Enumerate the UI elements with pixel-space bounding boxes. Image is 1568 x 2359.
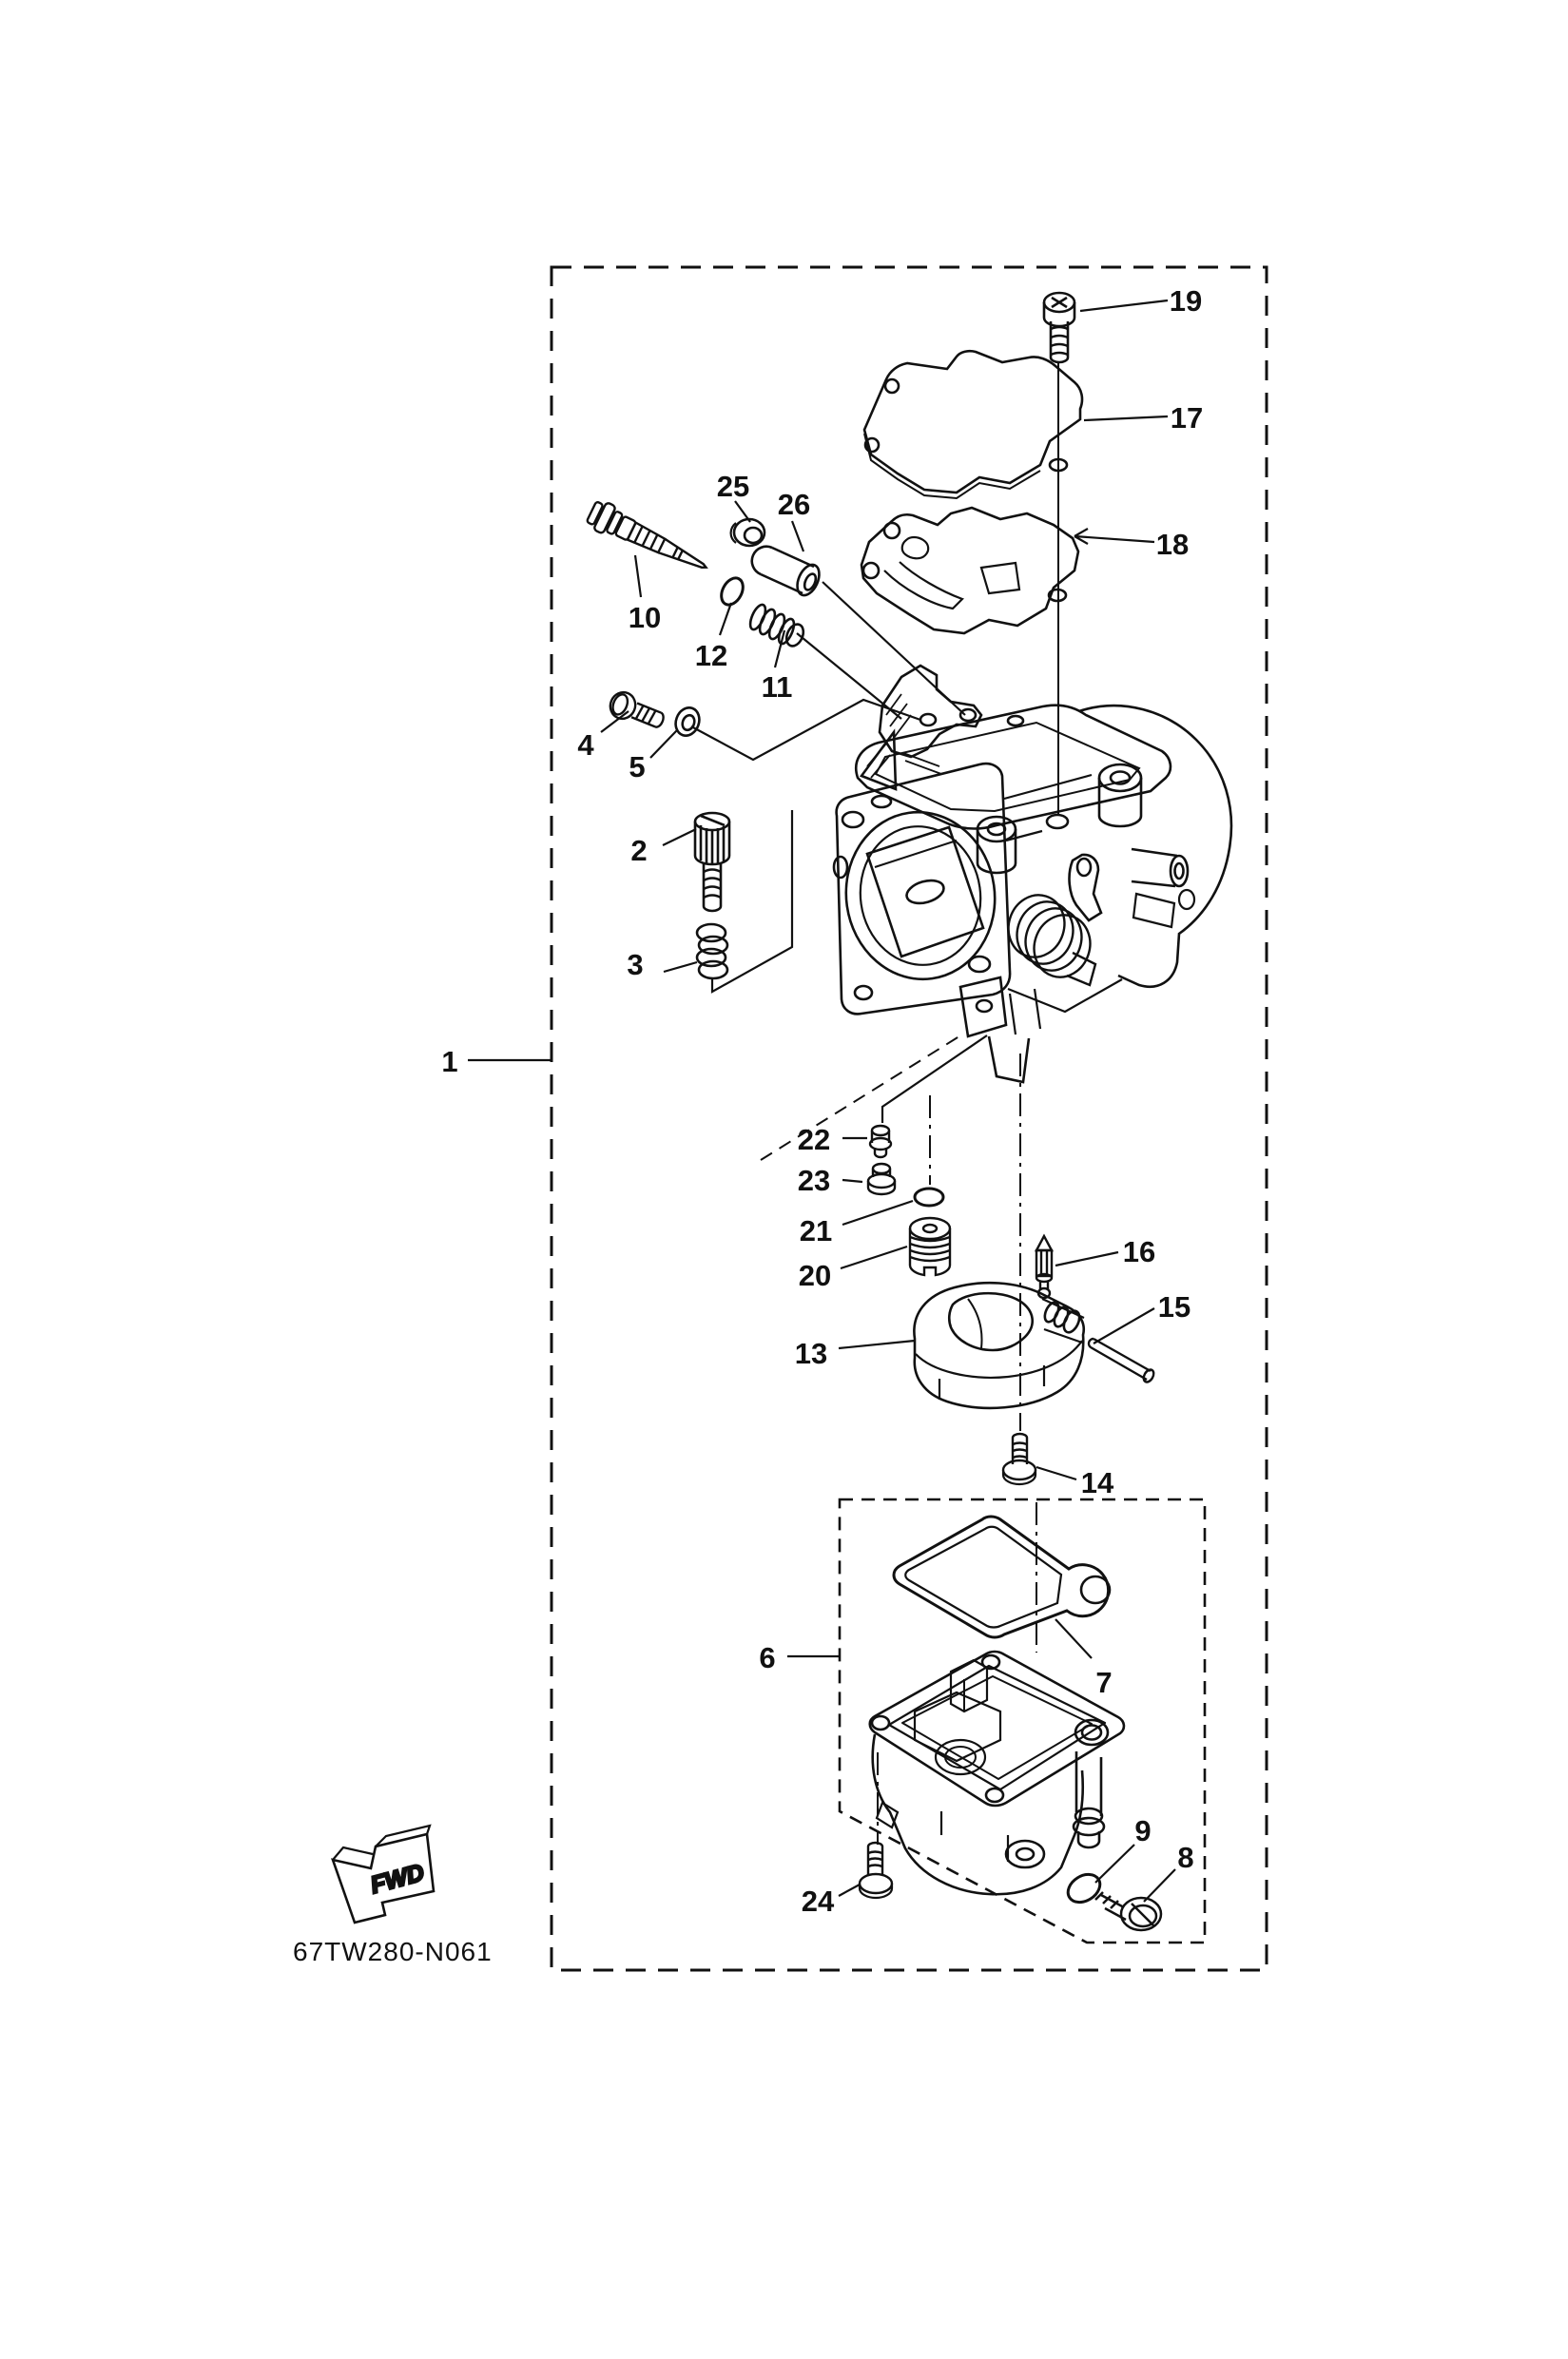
part-4-screw	[609, 690, 665, 728]
part-23-jet	[866, 1162, 897, 1196]
part-6-float-bowl	[868, 1650, 1126, 1896]
callout-3: 3	[627, 948, 643, 981]
drawing-code: 67TW280-N061	[293, 1937, 493, 1966]
part-9-oring	[1066, 1872, 1102, 1905]
callout-26: 26	[778, 488, 810, 521]
callout-24: 24	[802, 1885, 835, 1918]
part-17-cover	[862, 349, 1084, 500]
callout-21: 21	[800, 1214, 832, 1247]
callout-10: 10	[629, 601, 661, 634]
carburetor-body	[832, 664, 1233, 1084]
part-20-main-nozzle	[908, 1216, 952, 1277]
part-19-screw	[1042, 291, 1076, 364]
callout-12: 12	[695, 639, 727, 672]
assembly-boundary-box	[550, 265, 1268, 1972]
part-26-tube	[750, 545, 821, 597]
part-22-jet	[868, 1124, 893, 1159]
fwd-direction-arrow: FWD	[331, 1824, 436, 1924]
part-8-drain-screw	[1094, 1891, 1163, 1932]
callout-7: 7	[1095, 1666, 1112, 1699]
part-13-float	[913, 1281, 1086, 1410]
callout-5: 5	[629, 750, 645, 783]
leader-lines	[468, 299, 1176, 1903]
callout-22: 22	[798, 1123, 830, 1156]
callout-17: 17	[1171, 401, 1203, 435]
part-18-gasket	[860, 506, 1080, 635]
callout-16: 16	[1123, 1235, 1155, 1268]
part-16-needle-valve	[1035, 1233, 1054, 1300]
part-12-oring	[720, 576, 745, 607]
assembly-pointer-lines	[690, 581, 988, 1123]
throttle-spring	[1007, 894, 1097, 987]
callout-15: 15	[1158, 1290, 1191, 1324]
fwd-arrow-label: FWD	[368, 1859, 427, 1899]
part-14-screw	[1001, 1432, 1037, 1486]
part-24-screw	[858, 1841, 894, 1900]
part-15-float-pin	[1087, 1337, 1155, 1383]
callout-9: 9	[1134, 1814, 1151, 1847]
callout-18: 18	[1156, 528, 1189, 561]
callout-numbers: 1 2 3 4 5 6 7 8 9 10 11 12 13 14 15 16 1…	[441, 284, 1203, 1918]
callout-6: 6	[759, 1641, 775, 1674]
callout-11: 11	[762, 670, 793, 704]
part-7-bowl-gasket	[892, 1515, 1112, 1639]
callout-25: 25	[717, 470, 749, 503]
callout-2: 2	[630, 834, 647, 867]
part-10-pilot-screw	[586, 501, 708, 569]
part-21-oring	[913, 1187, 945, 1208]
part-2-thumb-screw	[693, 811, 731, 913]
callout-4: 4	[577, 728, 594, 762]
callout-23: 23	[798, 1164, 830, 1197]
part-5-washer	[674, 706, 701, 737]
callout-1: 1	[441, 1045, 457, 1078]
part-11-spring	[748, 603, 805, 648]
part-25-ring	[729, 517, 766, 548]
callout-8: 8	[1177, 1841, 1193, 1874]
float-chamber-boundary-box	[838, 1498, 1207, 1944]
callout-19: 19	[1170, 284, 1202, 318]
bracket-hatching	[866, 693, 942, 779]
callout-14: 14	[1081, 1466, 1114, 1499]
part-3-spring	[695, 922, 729, 980]
callout-20: 20	[799, 1259, 831, 1292]
callout-13: 13	[795, 1337, 827, 1370]
